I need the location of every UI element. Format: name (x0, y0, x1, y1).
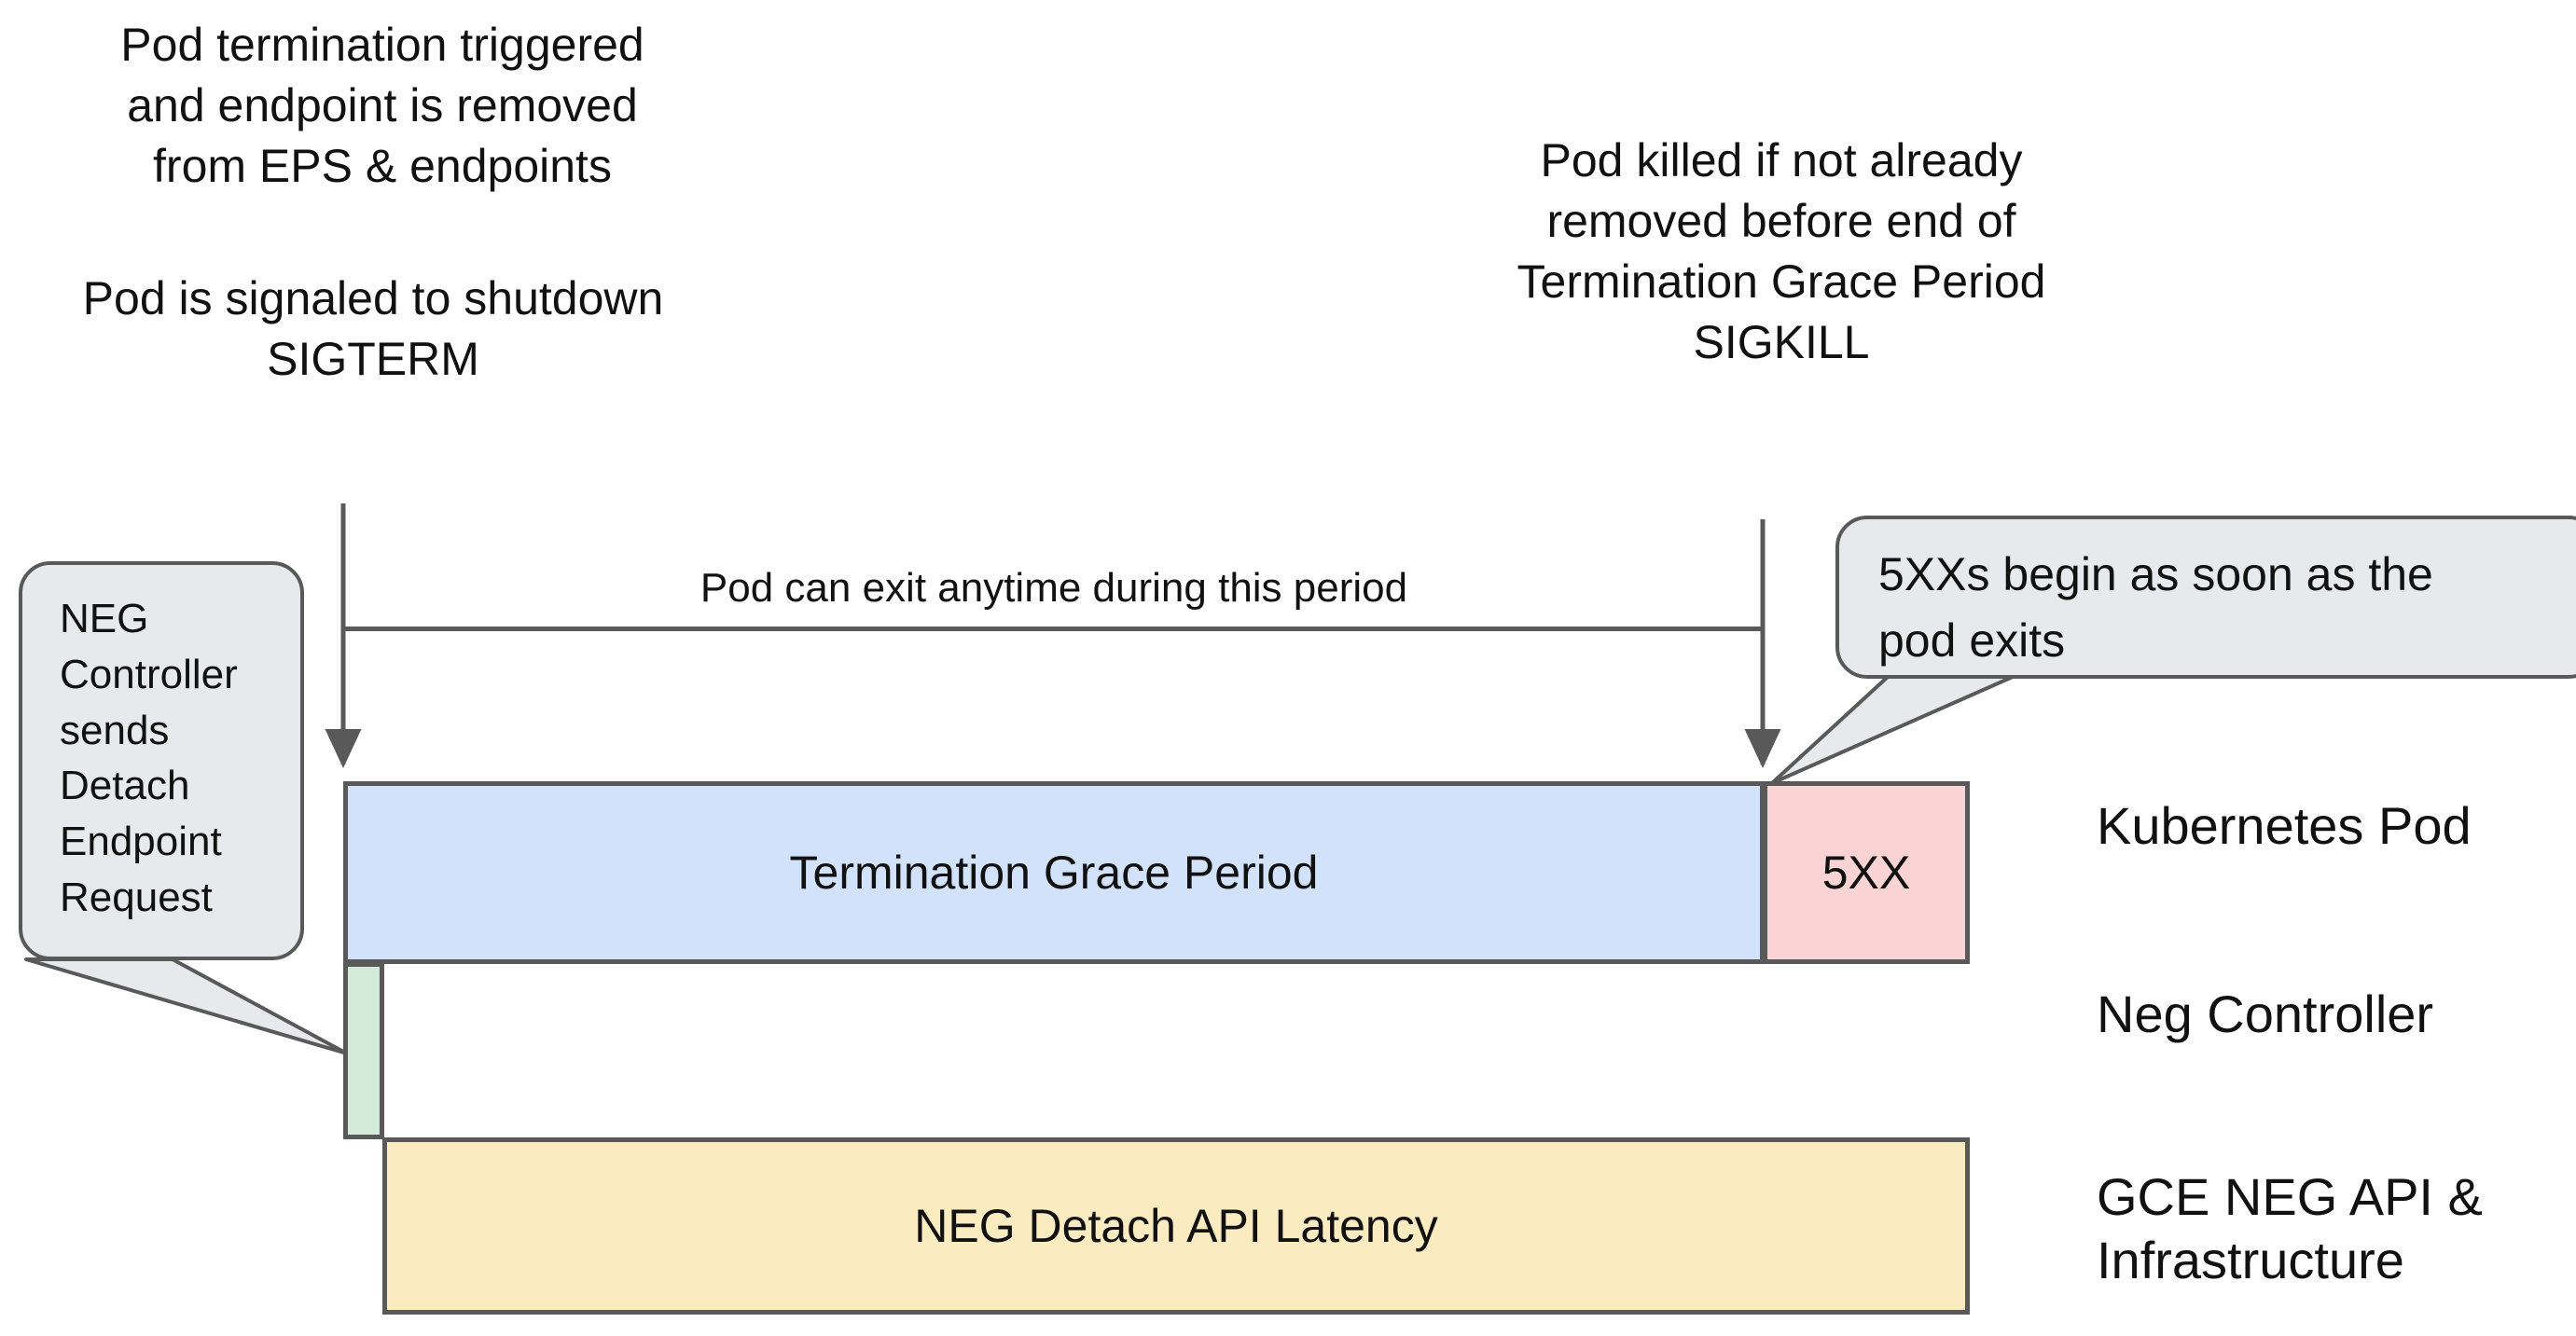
neg-callout-tail (24, 957, 349, 1055)
bar-neg-controller[interactable] (343, 962, 384, 1139)
bar-5xx-label: 5XX (1821, 847, 1911, 899)
callout-5xx-text: 5XXs begin as soon as the pod exits (1878, 548, 2433, 667)
annotation-pod-signaled-sigterm: Pod is signaled to shutdown SIGTERM (82, 272, 664, 385)
bar-neg-detach-api-latency[interactable]: NEG Detach API Latency (382, 1137, 1970, 1315)
callout-neg-controller-text: NEG Controller sends Detach Endpoint Req… (60, 596, 238, 921)
timeline-period-label: Pod can exit anytime during this period (699, 565, 1408, 611)
callout-5xx-begin[interactable]: 5XXs begin as soon as the pod exits (1835, 516, 2576, 679)
swimlane-label-neg-controller: Neg Controller (2097, 985, 2434, 1043)
callout-neg-controller-detach[interactable]: NEG Controller sends Detach Endpoint Req… (19, 561, 304, 960)
5xx-callout-tail (1770, 675, 2015, 785)
swimlane-label-gce-neg-api: GCE NEG API & Infrastructure (2097, 1167, 2483, 1290)
bar-neg-detach-api-latency-label: NEG Detach API Latency (914, 1200, 1438, 1252)
bar-termination-grace-period-label: Termination Grace Period (789, 847, 1319, 899)
annotation-pod-termination-triggered: Pod termination triggered and endpoint i… (120, 19, 644, 192)
bar-termination-grace-period[interactable]: Termination Grace Period (343, 781, 1765, 964)
annotation-pod-killed-sigkill: Pod killed if not already removed before… (1517, 134, 2046, 368)
timeline-period-line (343, 627, 1765, 631)
swimlane-label-kubernetes-pod: Kubernetes Pod (2097, 796, 2472, 855)
bar-5xx[interactable]: 5XX (1763, 781, 1970, 964)
